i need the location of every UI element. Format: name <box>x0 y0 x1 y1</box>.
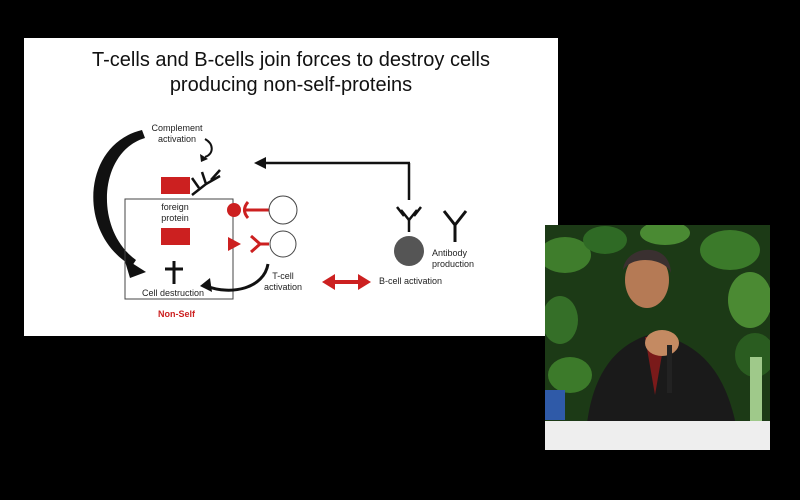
non-self-cell-box <box>124 198 234 300</box>
speaker-person <box>585 249 740 450</box>
slide-title-line-2: producing non-self-proteins <box>169 74 413 96</box>
speaker-video-feed <box>545 225 770 450</box>
complement-label-line-1: Complement <box>151 123 203 133</box>
foreign-protein-bottom <box>161 228 190 245</box>
foreign-protein-top <box>161 177 190 194</box>
tcell-receptor-top <box>243 201 269 219</box>
complement-small-arrow-head <box>200 154 208 162</box>
antibody-on-cell-icon <box>190 169 221 196</box>
presentation-slide: T-cells and B-cells join forces to destr… <box>24 38 558 336</box>
speaker-scene <box>545 225 770 450</box>
tcell-to-destruction-arrow <box>205 263 270 292</box>
foliage-background <box>545 225 770 393</box>
mhc-circle-icon <box>227 203 241 217</box>
cell-destruction-label: Cell destruction <box>142 288 205 298</box>
tcell-bcell-double-arrow <box>322 274 371 290</box>
foreign-protein-label: foreign protein <box>145 202 205 224</box>
non-self-label: Non-Self <box>158 309 195 319</box>
mhc-triangle-icon <box>228 237 241 251</box>
podium-table <box>545 357 770 450</box>
bcell-activation-label: B-cell activation <box>379 276 443 286</box>
tcell-label-line-1: T-cell <box>272 271 294 281</box>
complement-label-line-2: activation <box>157 134 197 144</box>
immune-diagram <box>93 130 468 300</box>
antibody-label-line-2: production <box>432 259 475 269</box>
bcell-antibody-icon <box>396 206 422 232</box>
tcell-circle-bottom <box>269 230 297 258</box>
cross-icon <box>165 261 183 284</box>
free-antibody-icon <box>442 210 468 242</box>
bcell-circle <box>394 236 424 266</box>
tcell-circle-top <box>268 195 298 225</box>
complement-to-destruction-arrow <box>93 130 145 266</box>
antibody-production-label: Antibody production <box>432 248 474 270</box>
tcell-label-line-2: activation <box>263 282 303 292</box>
foreign-label-line-2: protein <box>161 213 189 223</box>
tcell-activation-label: T-cell activation <box>261 271 305 293</box>
tcell-receptor-bottom <box>250 234 269 254</box>
slide-title-line-1: T-cells and B-cells join forces to destr… <box>92 49 490 71</box>
big-arrow-head <box>124 258 146 278</box>
antibody-label-line-1: Antibody <box>432 248 468 258</box>
feedback-arrow-head <box>254 157 266 169</box>
tcell-arrow-head <box>200 278 212 292</box>
complement-activation-label: Complement activation <box>142 123 212 145</box>
slide-title: T-cells and B-cells join forces to destr… <box>24 48 558 98</box>
foreign-label-line-1: foreign <box>161 202 189 212</box>
complement-small-arrow <box>204 138 213 158</box>
